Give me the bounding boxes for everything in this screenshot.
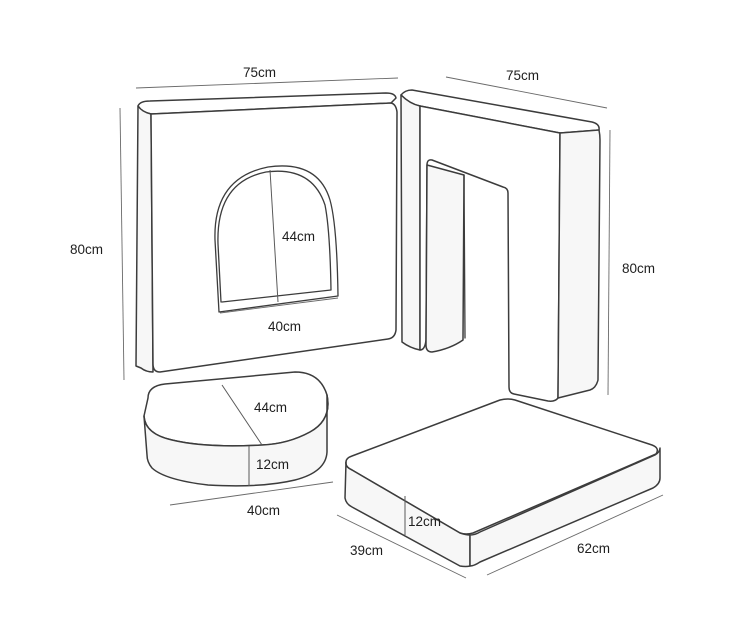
label-semicircle-width: 40cm (247, 503, 280, 518)
semicircle-side-face (143, 394, 329, 487)
right-wall-panel (400, 89, 601, 402)
dim-left-wall-height (119, 107, 125, 381)
right-wall-opening-inner (425, 164, 465, 353)
left-wall-side-face (135, 105, 154, 373)
right-wall-opening-edge (463, 174, 466, 339)
label-right-wall-height: 80cm (622, 261, 655, 276)
arch-height-line (269, 169, 279, 303)
dim-right-wall-height (607, 129, 611, 396)
right-wall-left-face (400, 94, 421, 351)
arch-opening-inner (217, 170, 332, 303)
label-mat-thickness: 12cm (408, 514, 441, 529)
semicircle-cushion (143, 371, 329, 487)
dimension-lines (119, 76, 664, 579)
arch-opening-outer (214, 165, 339, 313)
label-right-wall-width: 75cm (506, 68, 539, 83)
label-mat-depth: 39cm (350, 543, 383, 558)
label-semicircle-thickness: 12cm (256, 457, 289, 472)
dimension-labels: 75cm 75cm 80cm 80cm 44cm 40cm 44cm 12cm … (70, 65, 655, 558)
label-arch-width: 40cm (268, 319, 301, 334)
rectangular-mat (344, 398, 661, 568)
dim-left-wall-width (135, 77, 399, 89)
semicircle-top-face (143, 371, 329, 447)
label-left-wall-width: 75cm (243, 65, 276, 80)
label-semicircle-depth: 44cm (254, 400, 287, 415)
right-wall-right-face (557, 129, 601, 399)
dim-semicircle-width (169, 481, 334, 506)
dim-right-wall-width (445, 76, 608, 109)
mat-side-face (469, 447, 661, 567)
label-left-wall-height: 80cm (70, 242, 103, 257)
dim-mat-depth (336, 514, 467, 579)
arch-width-line (219, 297, 339, 314)
label-mat-length: 62cm (577, 541, 610, 556)
semicircle-depth-line (221, 384, 263, 446)
label-arch-height: 44cm (282, 229, 315, 244)
dim-mat-length (486, 494, 664, 576)
left-wall-panel (135, 92, 398, 373)
